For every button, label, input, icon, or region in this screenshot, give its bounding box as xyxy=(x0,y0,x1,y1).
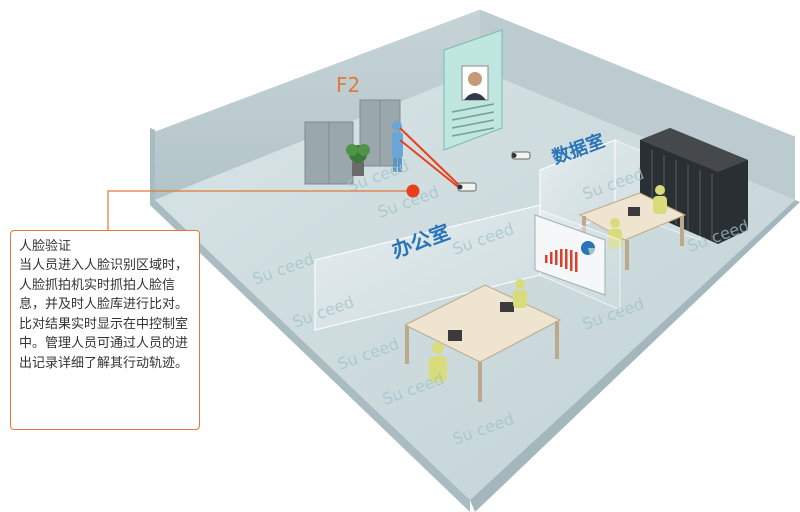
floor-label: F2 xyxy=(336,73,360,97)
face-capture-camera-icon xyxy=(457,182,477,192)
id-card-panel xyxy=(443,29,503,151)
wall-top-edge xyxy=(154,6,796,137)
callout-body: 当人员进入人脸识别区域时，人脸抓拍机实时抓拍人脸信息，并及时人脸库进行比对。比对… xyxy=(19,258,189,371)
chart-board xyxy=(534,214,606,296)
callout-connector xyxy=(107,184,420,230)
callout-title: 人脸验证 xyxy=(19,239,72,254)
second-camera-icon xyxy=(511,151,531,160)
office-worker-figure-icon xyxy=(429,279,527,382)
face-verification-callout: 人脸验证 当人员进入人脸识别区域时，人脸抓拍机实时抓拍人脸信息，并及时人脸库进行… xyxy=(10,230,200,430)
face-portrait-icon xyxy=(468,72,482,86)
person-figure-icon xyxy=(392,121,403,172)
camera-beams xyxy=(399,127,463,191)
monitor-icon xyxy=(628,207,640,216)
office-monitor-icon xyxy=(448,330,462,341)
front-right-wall-edge xyxy=(470,200,800,512)
back-left-wall xyxy=(155,8,480,200)
location-marker-icon xyxy=(406,184,420,198)
left-wall-edge xyxy=(150,128,470,512)
plant-icon xyxy=(346,144,370,176)
